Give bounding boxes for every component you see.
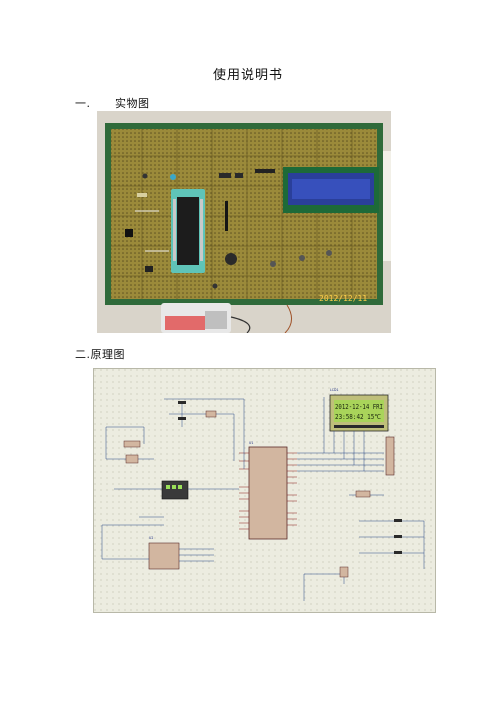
schematic-clock-chip <box>148 542 180 570</box>
breadboard-photo: 2012/12/11 <box>97 111 391 333</box>
buzzer <box>339 566 349 578</box>
clock-chip-label: U2 <box>149 536 153 540</box>
section-heading-text: 实物图 <box>115 97 150 110</box>
section-heading-text: 原理图 <box>90 348 125 361</box>
schematic-diagram: LCD1 2012-12-14 FRI 23:58:42 15℃ U1 <box>93 368 436 613</box>
photo-date-stamp: 2012/12/11 <box>319 294 367 303</box>
mcu-label: U1 <box>249 441 253 445</box>
resistor-pack <box>385 436 395 476</box>
sensor-module <box>161 480 189 500</box>
section-heading-photo: 一. 实物图 <box>75 95 150 111</box>
crystal <box>205 410 217 418</box>
section-number: 二. <box>75 348 91 361</box>
section-number: 一. <box>75 97 91 110</box>
lcd-line-1: 2012-12-14 FRI <box>335 403 383 411</box>
schematic-mcu <box>248 446 288 540</box>
lcd-label: LCD1 <box>330 388 338 392</box>
lcd-line-2: 23:58:42 15℃ <box>335 413 381 421</box>
section-heading-schematic: 二.原理图 <box>75 346 125 362</box>
page-title: 使用说明书 <box>212 68 283 83</box>
